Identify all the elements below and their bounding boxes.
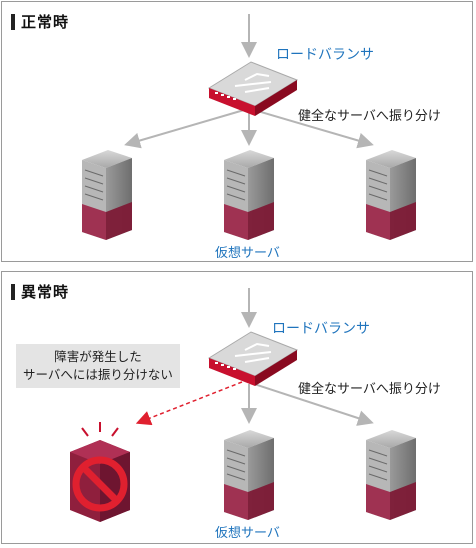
fault-servers-label: 仮想サーバ (215, 526, 280, 541)
failure-callout: 障害が発生した サーバへには振り分けない (16, 344, 180, 388)
normal-heading: 正常時 (11, 11, 69, 32)
callout-line-1: 障害が発生した (54, 349, 142, 364)
normal-load-balancer-label: ロードバランサ (276, 47, 374, 63)
normal-state-panel: 正常時 (1, 1, 473, 262)
normal-distribute-label: 健全なサーバへ振り分け (298, 109, 441, 124)
arrow-to-left-server (124, 109, 245, 149)
fault-heading: 異常時 (11, 281, 69, 302)
server-center-icon (224, 430, 274, 520)
load-balancer-icon (207, 61, 299, 116)
normal-servers-label: 仮想サーバ (215, 246, 280, 261)
callout-line-2: サーバへには振り分けない (23, 367, 173, 382)
fault-load-balancer-label: ロードバランサ (272, 321, 370, 337)
server-right-icon (366, 150, 416, 240)
normal-heading-text: 正常時 (21, 13, 70, 31)
fault-state-panel: 異常時 (1, 271, 473, 544)
blocked-arrow-to-failed-server (135, 381, 243, 426)
arrow-to-right-server (253, 383, 374, 426)
server-right-icon (366, 430, 416, 520)
server-left-icon (82, 150, 132, 240)
arrow-to-right-server (253, 109, 374, 149)
server-center-icon (224, 150, 274, 240)
prohibited-icon (72, 456, 128, 512)
fault-heading-text: 異常時 (21, 283, 70, 301)
normal-diagram (82, 14, 416, 240)
load-balancer-icon (207, 331, 299, 386)
fault-distribute-label: 健全なサーバへ振り分け (298, 382, 441, 397)
fault-diagram (70, 288, 416, 522)
